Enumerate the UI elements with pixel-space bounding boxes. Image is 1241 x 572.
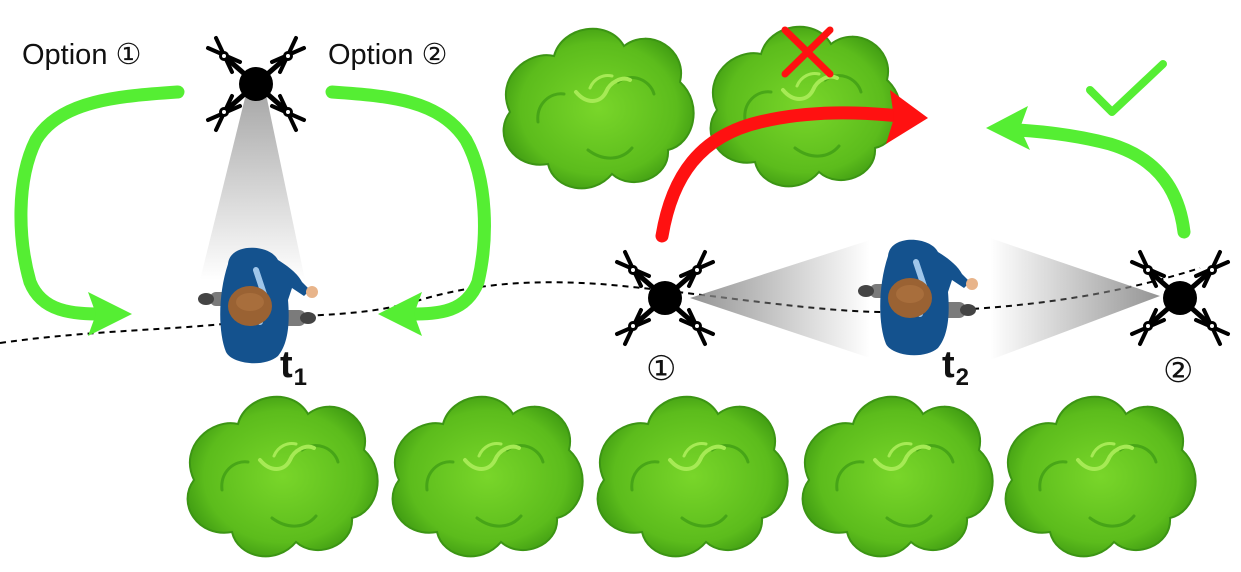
time-t2-label: t2: [942, 344, 969, 391]
camera-view-cone: [200, 94, 305, 280]
time-t1-subscript: 1: [293, 364, 308, 391]
green-arrow-option-2: [325, 85, 491, 336]
time-t1-label: t1: [280, 344, 307, 391]
position-2-label: ②: [1163, 351, 1194, 391]
green-arrow-option-1: [14, 85, 185, 336]
tree-canopy-icon: [1003, 394, 1198, 559]
camera-view-cone: [690, 240, 870, 358]
tree-canopy-icon: [501, 26, 696, 191]
camera-view-cone: [990, 238, 1160, 360]
red-cross-icon: [781, 26, 834, 78]
green-check-icon: [1086, 60, 1167, 116]
tree-canopy-icon: [390, 394, 585, 559]
tree-canopy-icon: [185, 394, 380, 559]
option-1-label: Option ①: [22, 39, 142, 71]
green-arrow-valid-path: [986, 106, 1191, 239]
tree-canopy-icon: [800, 394, 995, 559]
walking-person-icon: [858, 240, 978, 356]
time-t1-main: t: [280, 344, 293, 386]
time-t2-main: t: [942, 344, 955, 386]
time-t2-subscript: 2: [955, 364, 970, 391]
tree-canopy-icon: [595, 394, 790, 559]
red-arrow-blocked-path: [655, 90, 928, 243]
position-1-label: ①: [646, 349, 677, 389]
option-2-label: Option ②: [328, 39, 448, 71]
